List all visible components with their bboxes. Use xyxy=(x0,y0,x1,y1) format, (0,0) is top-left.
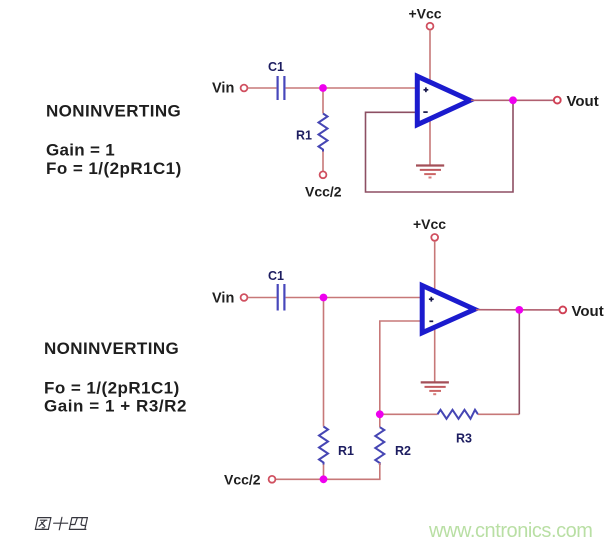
svg-text:+Vcc: +Vcc xyxy=(413,216,446,232)
svg-text:NONINVERTING: NONINVERTING xyxy=(44,339,179,358)
svg-text:Vcc/2: Vcc/2 xyxy=(224,472,261,488)
svg-text:C1: C1 xyxy=(268,269,284,283)
svg-text:R3: R3 xyxy=(456,432,472,446)
svg-text:Vin: Vin xyxy=(212,291,234,307)
svg-text:R1: R1 xyxy=(296,129,312,143)
svg-text:Vcc/2: Vcc/2 xyxy=(305,184,342,200)
svg-text:R2: R2 xyxy=(395,444,411,458)
svg-text:Vout: Vout xyxy=(572,303,604,320)
svg-text:C1: C1 xyxy=(268,60,284,74)
svg-text:Gain = 1: Gain = 1 xyxy=(46,141,115,160)
svg-text:www.cntronics.com: www.cntronics.com xyxy=(428,520,593,542)
svg-text:Fo = 1/(2pR1C1): Fo = 1/(2pR1C1) xyxy=(44,379,180,398)
svg-text:Vin: Vin xyxy=(212,81,234,97)
svg-text:Fo = 1/(2pR1C1): Fo = 1/(2pR1C1) xyxy=(46,159,182,178)
svg-text:Vout: Vout xyxy=(567,93,599,110)
svg-text:Gain = 1 + R3/R2: Gain = 1 + R3/R2 xyxy=(44,397,187,416)
svg-text:R1: R1 xyxy=(338,444,354,458)
svg-text:+Vcc: +Vcc xyxy=(409,6,442,22)
svg-text:NONINVERTING: NONINVERTING xyxy=(46,102,181,121)
